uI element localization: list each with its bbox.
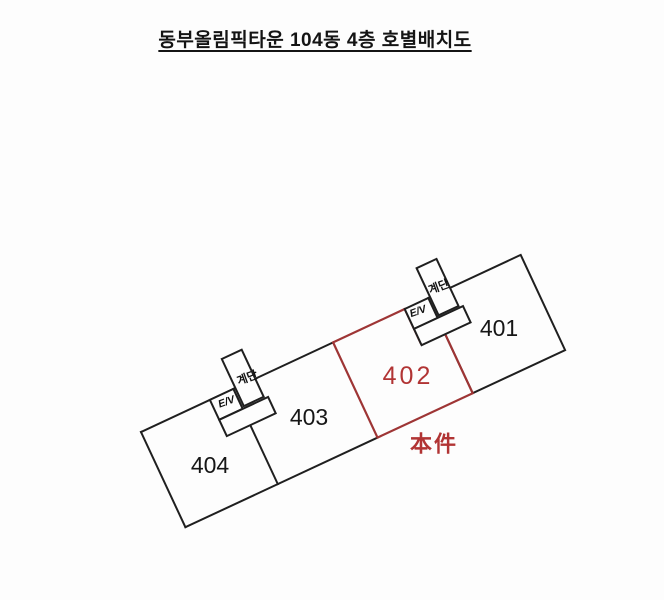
stairwell-left [220,348,266,408]
stairwell-right [415,257,460,317]
page-title: 동부올림픽타운 104동 4층 호별배치도 [158,30,472,51]
core-lobby-right [412,304,472,347]
elevator-label-left: E/V [216,393,237,410]
elevator-label-right: E/V [408,303,429,320]
stair-core-right [403,257,472,347]
unit-403-label: 403 [290,404,328,430]
building-strip [139,253,567,529]
stair-core-left [208,348,278,438]
unit-401-label: 401 [480,315,518,341]
unit-404-label: 404 [191,452,230,478]
strip-left-edge [139,430,187,529]
core-lobby-left [217,395,278,438]
strip-bottom-edge-left [184,436,379,529]
unit-402-label: 402 [383,362,434,390]
subject-property-marker: 本件 [410,432,458,457]
